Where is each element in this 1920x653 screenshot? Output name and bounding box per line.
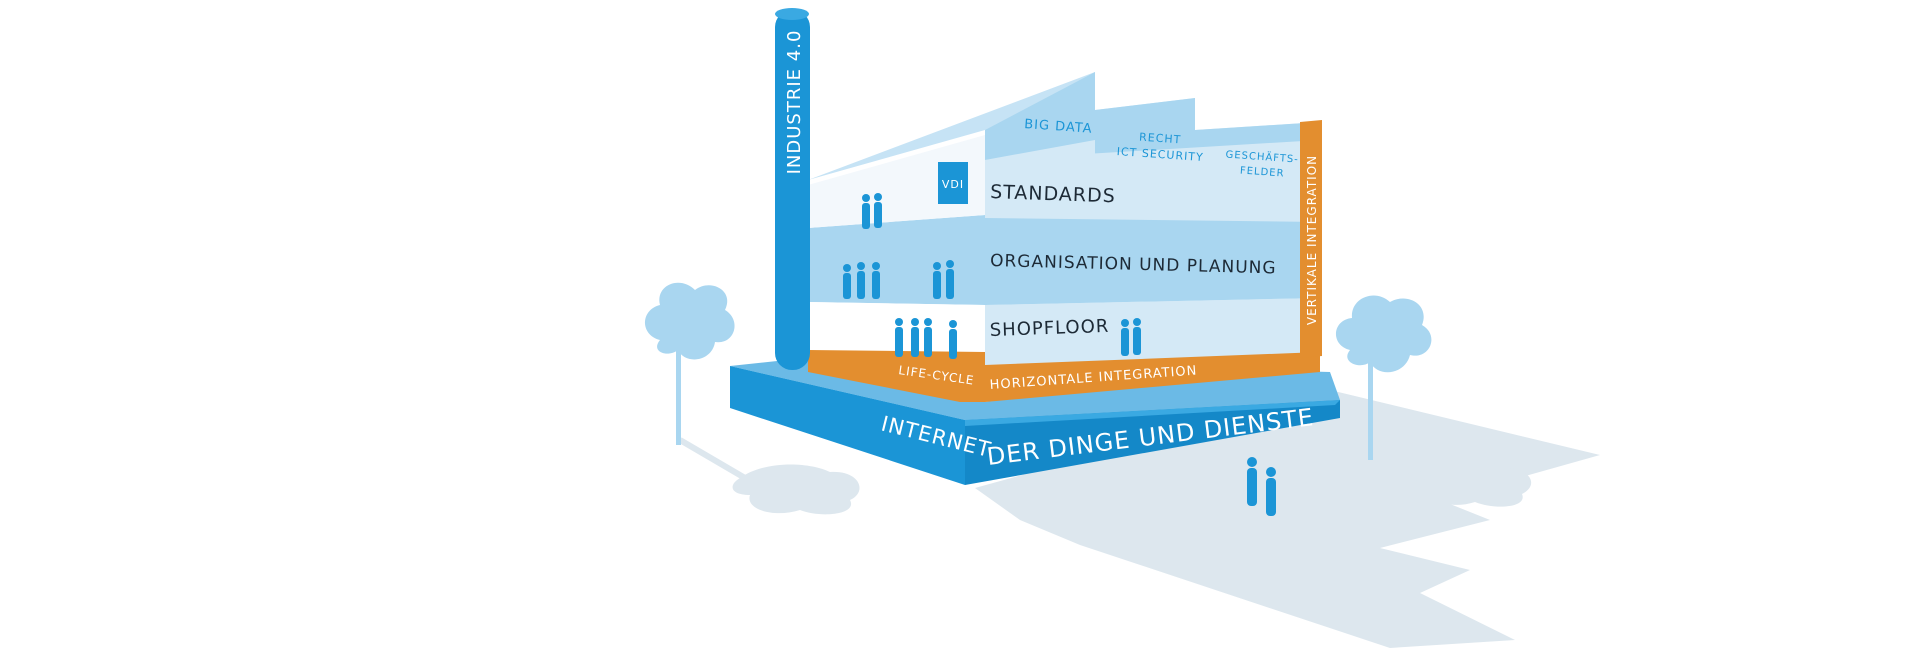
people-shopfloor-level-right [1121,318,1141,356]
roof-panel-big-data [985,72,1095,160]
roof-label-recht: RECHT [1139,131,1182,147]
people-organisation-level-right [933,260,954,299]
vertical-integration-band [1300,120,1322,358]
tree-left-shadow [732,464,860,515]
organisation-floor [985,218,1320,305]
base-front-highlight [965,400,1340,426]
people-shopfloor-level-left [895,318,957,359]
roof-ridge-2 [1195,98,1198,130]
base-front-face [965,400,1340,485]
shopfloor-floor [985,298,1320,365]
vdi-logo [938,162,968,204]
horizontal-integration-band [985,352,1320,402]
people-organisation-level-left [843,262,880,299]
chimney-label: INDUSTRIE 4.0 [784,30,805,175]
standards-floor [985,140,1320,222]
roof-left-slope [808,72,1095,180]
band-label-vertical: VERTIKALE INTEGRATION [1305,155,1319,325]
tree-left-shadow-trunk [678,437,747,481]
left-face-shop-band [808,302,985,352]
roof-label-ict-security: ICT SECURITY [1116,145,1204,164]
roof-label-big-data: BIG DATA [1024,117,1093,137]
left-face-top-band [808,135,985,228]
left-face-organisation-band [808,215,985,305]
roof-label-felder: FELDER [1240,165,1285,179]
tree-right-shadow [1415,459,1532,507]
chimney [775,10,810,370]
people-standards-level [862,193,882,229]
base-left-face [730,366,965,485]
floor-label-shopfloor: SHOPFLOOR [989,316,1109,341]
roof-ridge-1 [1095,72,1098,110]
floor-label-standards: STANDARDS [990,181,1116,207]
vdi-logo-text: VDI [942,178,964,191]
lifecycle-band [808,350,985,402]
roof-panel-recht [1095,98,1195,160]
people-walking [1247,457,1276,516]
tree-left [645,282,735,445]
tree-right [1335,295,1432,460]
chimney-top [775,8,809,20]
tree-right-shadow-trunk [1366,452,1432,481]
